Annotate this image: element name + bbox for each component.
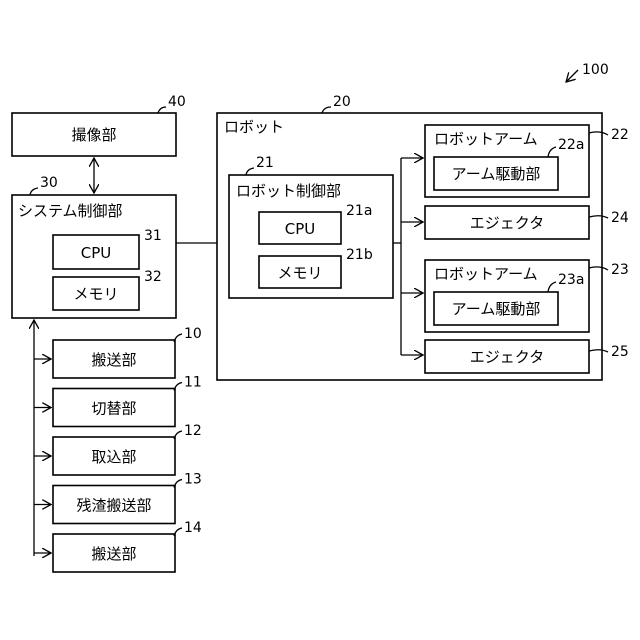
robot-leader bbox=[322, 107, 331, 113]
robot-arm-2-label: ロボットアーム bbox=[434, 265, 538, 283]
camera-unit-label: 撮像部 bbox=[71, 126, 116, 144]
system-cpu-ref: 31 bbox=[144, 228, 162, 244]
unit-14: 搬送部 14 bbox=[34, 520, 202, 572]
system-control-ref: 30 bbox=[40, 175, 58, 191]
robot-label: ロボット bbox=[224, 118, 284, 136]
unit-ref: 14 bbox=[184, 520, 202, 536]
system-control-unit: システム制御部 30 CPU 31 メモリ 32 bbox=[12, 175, 176, 318]
robot-memory-label: メモリ bbox=[277, 264, 322, 282]
robot-arm-1-label: ロボットアーム bbox=[434, 130, 538, 148]
system-memory-ref: 32 bbox=[144, 269, 162, 285]
arm-drive-1-label: アーム駆動部 bbox=[452, 165, 541, 183]
robot-controller-ref: 21 bbox=[256, 155, 274, 171]
arm-drive-1-ref: 22a bbox=[558, 137, 584, 153]
arm-drive-2-label: アーム駆動部 bbox=[452, 300, 541, 318]
system-control-label: システム制御部 bbox=[18, 202, 123, 220]
ejector-1-label: エジェクタ bbox=[470, 214, 544, 232]
robot-arm-1-ref: 22 bbox=[611, 127, 629, 143]
ejector-2-label: エジェクタ bbox=[470, 348, 544, 366]
figure-ref-100: 100 bbox=[566, 62, 609, 82]
robot: ロボット 20 ロボット制御部 21 CPU 21a メモリ 21b ロボットア… bbox=[217, 94, 629, 380]
peripheral-units: 搬送部 10 切替部 11 取込部 12 残渣搬送部 13 搬送部 14 bbox=[34, 326, 202, 572]
system-control-leader bbox=[30, 188, 38, 195]
unit-12: 取込部 12 bbox=[34, 423, 202, 475]
robot-cpu-label: CPU bbox=[285, 220, 316, 238]
robot-memory-ref: 21b bbox=[346, 247, 373, 263]
system-cpu-label: CPU bbox=[81, 244, 112, 262]
unit-ref: 12 bbox=[184, 423, 202, 439]
robot-controller-label: ロボット制御部 bbox=[236, 182, 341, 200]
camera-unit-ref: 40 bbox=[168, 94, 186, 110]
unit-label: 残渣搬送部 bbox=[76, 497, 151, 515]
robot-ref: 20 bbox=[333, 94, 351, 110]
ejector-2-ref: 25 bbox=[611, 344, 629, 360]
unit-label: 切替部 bbox=[91, 400, 136, 418]
arm-drive-2-ref: 23a bbox=[558, 272, 584, 288]
unit-label: 取込部 bbox=[91, 448, 136, 466]
robot-arm-2-ref: 23 bbox=[611, 262, 629, 278]
unit-label: 搬送部 bbox=[91, 351, 136, 369]
unit-10: 搬送部 10 bbox=[34, 326, 202, 378]
unit-11: 切替部 11 bbox=[34, 375, 202, 427]
camera-unit: 撮像部 40 bbox=[12, 94, 186, 156]
unit-13: 残渣搬送部 13 bbox=[34, 472, 202, 524]
ejector-1-ref: 24 bbox=[611, 210, 629, 226]
figure-ref-label: 100 bbox=[582, 62, 609, 78]
camera-unit-leader bbox=[158, 107, 166, 113]
robot-cpu-ref: 21a bbox=[346, 203, 372, 219]
unit-ref: 11 bbox=[184, 375, 202, 391]
unit-ref: 10 bbox=[184, 326, 202, 342]
figure-ref-arrow bbox=[566, 70, 578, 82]
unit-ref: 13 bbox=[184, 472, 202, 488]
system-memory-label: メモリ bbox=[73, 285, 118, 303]
unit-label: 搬送部 bbox=[91, 545, 136, 563]
